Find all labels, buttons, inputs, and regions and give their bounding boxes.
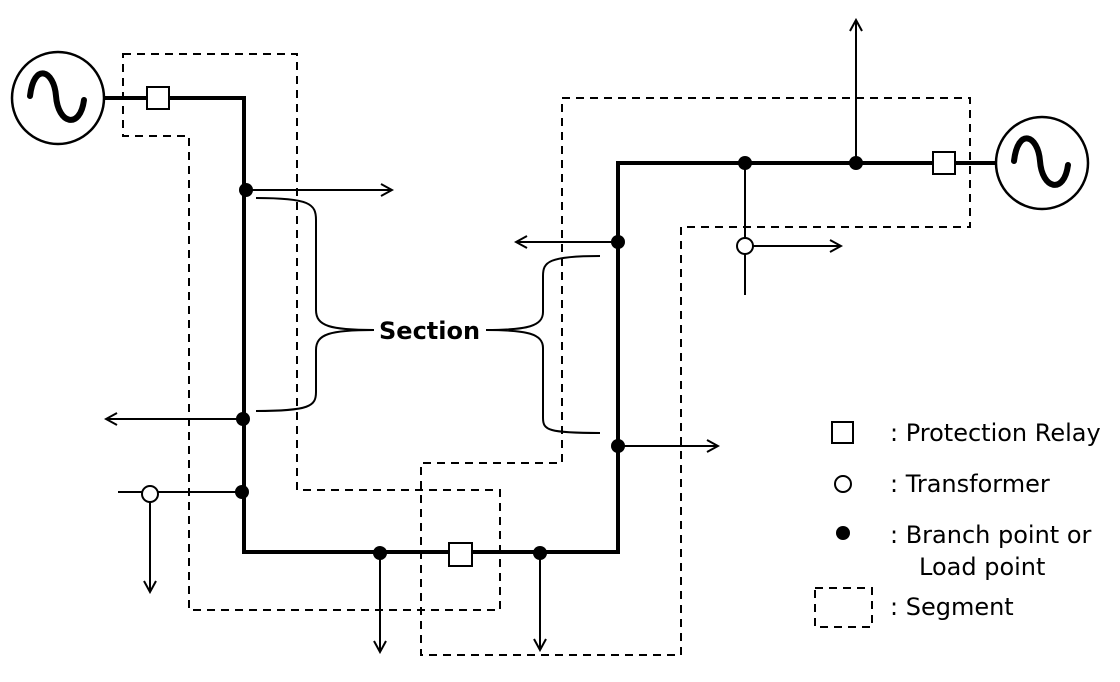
branch-point: [235, 485, 249, 499]
generator-right-icon: [994, 115, 1090, 211]
legend-text-branch-point: : Branch point or: [890, 521, 1092, 549]
branch-point: [373, 546, 387, 560]
legend-dashed-box-icon: [814, 587, 873, 628]
branch-point: [611, 235, 625, 249]
branch-point: [849, 156, 863, 170]
legend-text-protection-relay: : Protection Relay: [890, 419, 1101, 447]
legend: : Protection Relay : Transformer : Branc…: [814, 419, 1101, 628]
branch-point: [738, 156, 752, 170]
protection-relay: [146, 86, 170, 110]
protection-relay: [448, 542, 473, 567]
segment-right-boundary: [420, 97, 971, 656]
branch-point: [239, 183, 253, 197]
generator-left-icon: [10, 50, 106, 146]
section-label: Section: [379, 317, 480, 345]
transformer: [141, 485, 159, 503]
legend-circle-icon: [834, 475, 852, 493]
legend-dot-icon: [836, 526, 850, 540]
feeder-right: [616, 161, 998, 554]
transformer: [736, 237, 754, 255]
legend-square-icon: [831, 421, 854, 444]
legend-text-transformer: : Transformer: [890, 470, 1050, 498]
branch-point: [611, 439, 625, 453]
section-brace-right: [485, 255, 601, 434]
protection-relay: [932, 151, 956, 175]
legend-text-segment: : Segment: [890, 593, 1014, 621]
legend-text-load-point: Load point: [919, 553, 1045, 581]
section-brace-left: [255, 197, 375, 412]
branch-point: [236, 412, 250, 426]
branch-point: [533, 546, 547, 560]
feeder-left: [102, 96, 620, 554]
